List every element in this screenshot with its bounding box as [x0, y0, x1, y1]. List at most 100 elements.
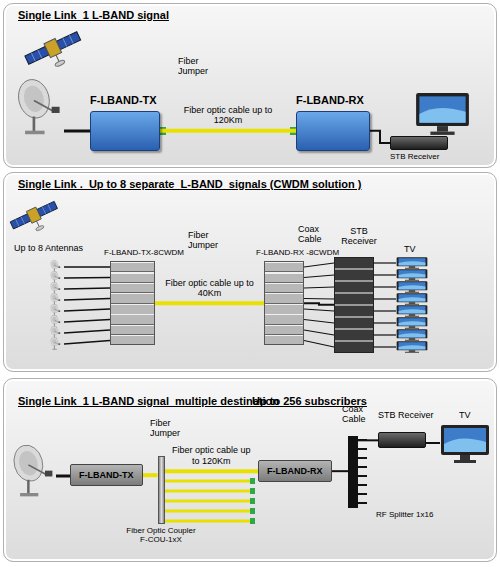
cable [374, 310, 396, 311]
fiber-connector [250, 478, 255, 484]
cable [358, 484, 367, 486]
tv-set [397, 281, 428, 292]
cable [358, 466, 367, 468]
cable [374, 286, 396, 287]
wires [64, 263, 396, 521]
cable [304, 298, 334, 300]
cable [304, 309, 334, 311]
tv-set [397, 269, 428, 280]
cable-label: Fiber optic cable up to 40Km [165, 278, 255, 299]
note-label: TV [459, 410, 471, 420]
fiber-cable [165, 469, 259, 473]
fiber-cable [143, 473, 158, 477]
cable [304, 287, 334, 288]
tv-set [397, 305, 428, 316]
cable [165, 510, 252, 513]
cable [374, 262, 396, 263]
cable [304, 320, 334, 324]
fiber-cable [155, 301, 264, 305]
satellite-dish [14, 76, 59, 134]
device-label: F-LBAND-RX [267, 466, 323, 476]
antenna [50, 292, 60, 305]
device-label: F-LBAND-RX -8CWDM [256, 248, 339, 257]
cable [304, 330, 334, 335]
cable [64, 320, 110, 323]
fiber-connector [250, 508, 255, 514]
coax-cable [426, 442, 440, 444]
cable [358, 493, 367, 495]
transceiver-box: F-LBAND-TX [70, 464, 143, 486]
device-body [390, 136, 448, 150]
tv-set [397, 341, 428, 352]
cable [374, 334, 396, 335]
cable [374, 322, 396, 323]
fiber-ends [250, 478, 255, 524]
coax-cable [358, 439, 378, 441]
device-label: RF Splitter 1x16 [376, 510, 438, 519]
transceiver-box: F-LBAND-RX [258, 460, 332, 482]
device-label: STB Receiver [334, 226, 384, 247]
antenna [50, 270, 60, 283]
device-body [90, 111, 160, 151]
cable [304, 341, 334, 348]
cable [304, 263, 334, 267]
coax-cable [56, 475, 70, 478]
cable [358, 448, 367, 450]
cable [374, 346, 396, 347]
panel-title: Single Link . Up to 8 separate L-BAND si… [18, 178, 482, 191]
scenario-panel: Single Link 1 L-BAND signalF-LBAND-TXF-L… [3, 3, 497, 168]
cable [165, 520, 252, 523]
coax-cable [370, 131, 390, 143]
cable [358, 457, 367, 459]
tv-set [397, 257, 428, 268]
tv-set [416, 93, 469, 135]
cable [165, 480, 252, 483]
fiber-connector [250, 488, 255, 494]
cable [358, 502, 367, 504]
cable [64, 288, 110, 289]
device-label: STB Receiver [390, 152, 448, 161]
cable [64, 277, 110, 279]
tv-set [441, 425, 489, 463]
cable-label: Fiber optic cable up to 120Km [173, 105, 283, 126]
cable [374, 274, 396, 275]
device-label: F-LBAND-TX [79, 470, 134, 480]
device-label: Fiber Optic Coupler F-COU-1xX [126, 526, 196, 544]
antenna [50, 281, 60, 294]
tv-set [397, 317, 428, 328]
coax-cable [64, 130, 90, 133]
device-label: F-LBAND-TX-8CWDM [104, 248, 184, 257]
device-body [378, 432, 426, 448]
device-body [158, 456, 165, 524]
antenna [50, 259, 60, 272]
cable [374, 298, 396, 299]
satellite [9, 199, 63, 240]
antenna [50, 303, 60, 316]
note-label: Coax Cable [298, 224, 330, 245]
fiber-coupler: Fiber Optic Coupler F-COU-1xX [126, 456, 196, 544]
coax-cable [332, 470, 349, 472]
cable [165, 490, 252, 493]
device-body [110, 261, 155, 345]
device-label: F-LBAND-TX [90, 94, 160, 107]
cable [358, 475, 367, 477]
device-body [348, 436, 358, 508]
note-label: Fiber Jumper [150, 418, 192, 439]
antenna [50, 336, 60, 349]
tv-set [397, 293, 428, 304]
satellite-dish [10, 442, 52, 496]
transmitter-box: F-LBAND-TX [90, 94, 160, 151]
note-label: Fiber Jumper [178, 56, 220, 77]
antenna-column [50, 259, 60, 349]
transmitter-box: F-LBAND-RX [296, 94, 370, 151]
device-body [334, 257, 374, 353]
cable-label: Fiber optic cable up to 120Km [168, 445, 254, 466]
tv-column [397, 257, 428, 352]
fiber-connector [250, 498, 255, 504]
note-label: Up to 8 Antennas [14, 243, 83, 253]
stb-receiver: STB Receiver [378, 410, 434, 448]
device-body [296, 111, 370, 151]
fiber-connector [250, 518, 255, 524]
cable [64, 309, 110, 311]
